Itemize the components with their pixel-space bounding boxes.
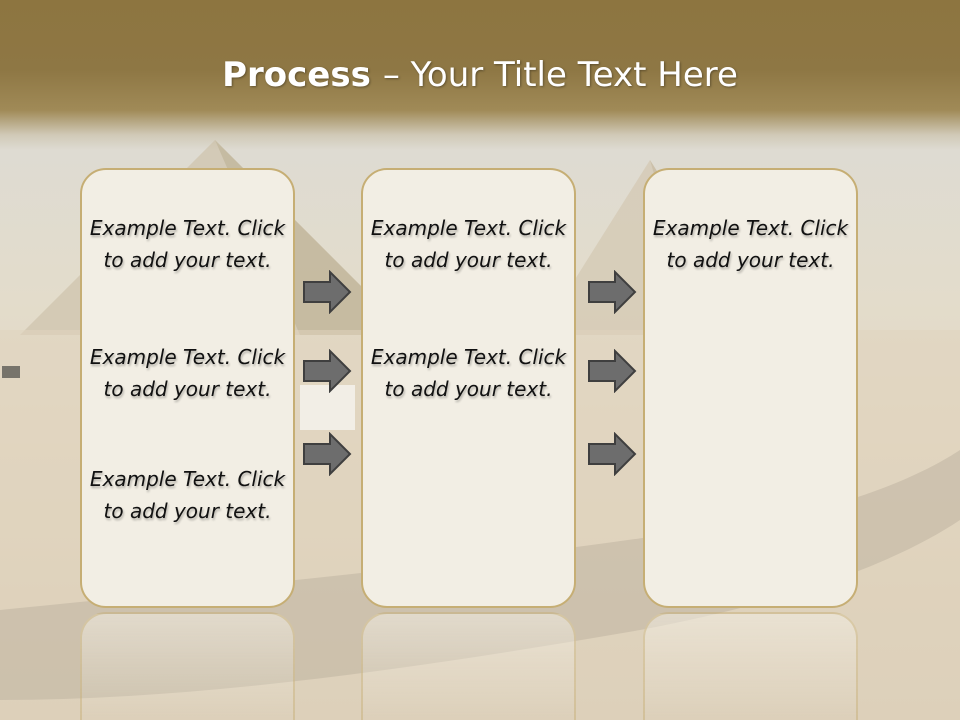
card-reflection-2: [361, 612, 576, 720]
process-card-2[interactable]: Example Text. Click to add your text. Ex…: [361, 168, 576, 608]
title-bold: Process: [222, 55, 371, 95]
title-rest: – Your Title Text Here: [382, 55, 738, 95]
card-reflection-1: [80, 612, 295, 720]
right-arrow-icon: [588, 349, 637, 393]
right-arrow-icon: [303, 432, 352, 476]
card-text[interactable]: Example Text. Click to add your text.: [652, 216, 849, 272]
right-arrow-icon: [303, 349, 352, 393]
card-reflection-3: [643, 612, 858, 720]
slide-title[interactable]: Process – Your Title Text Here: [0, 52, 960, 98]
card-text[interactable]: Example Text. Click to add your text.: [370, 345, 567, 401]
card-text[interactable]: Example Text. Click to add your text.: [89, 467, 286, 523]
card-text[interactable]: Example Text. Click to add your text.: [370, 216, 567, 272]
card-text[interactable]: Example Text. Click to add your text.: [89, 216, 286, 272]
right-arrow-icon: [588, 432, 637, 476]
card-text[interactable]: Example Text. Click to add your text.: [89, 345, 286, 401]
process-card-1[interactable]: Example Text. Click to add your text. Ex…: [80, 168, 295, 608]
right-arrow-icon: [303, 270, 352, 314]
process-card-3[interactable]: Example Text. Click to add your text.: [643, 168, 858, 608]
title-band: [0, 0, 960, 150]
right-arrow-icon: [588, 270, 637, 314]
